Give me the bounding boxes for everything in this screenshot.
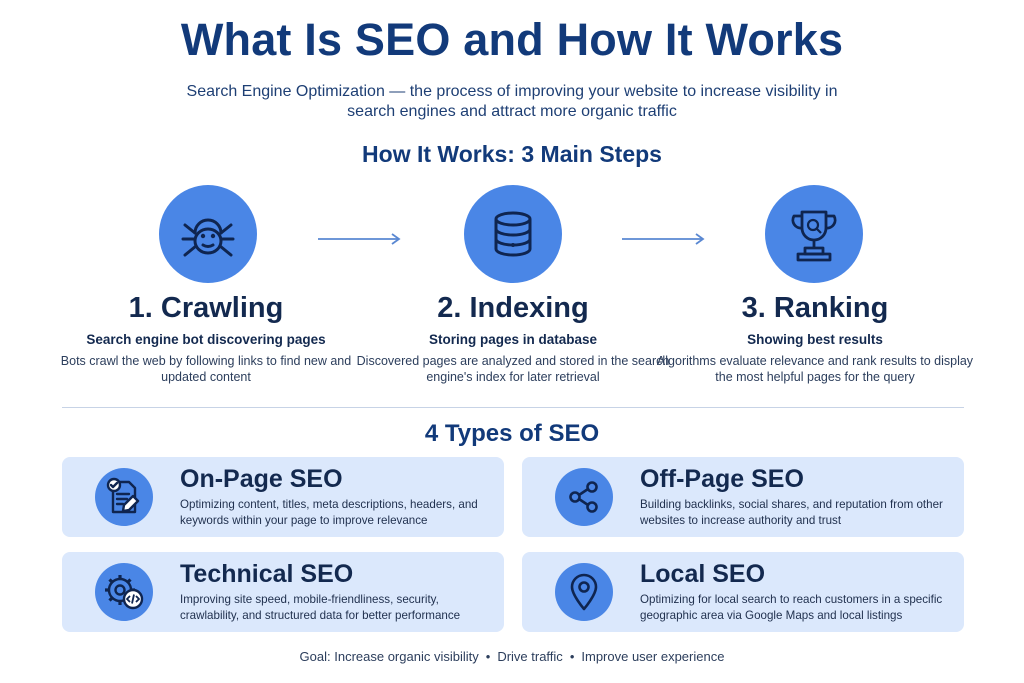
bullet-separator: • [485,649,491,664]
step-subtitle-crawling: Search engine bot discovering pages [86,332,326,347]
goal-footer: Goal: Increase organic visibility • Drive … [0,649,1024,664]
page-subtitle: Search Engine Optimization — the process… [186,83,838,120]
step-title-crawling: 1. Crawling [128,292,284,324]
location-pin-icon [555,563,613,621]
trophy-icon [765,185,863,283]
card-on-page-seo: On-Page SEO Optimizing content, titles, … [62,457,504,537]
card-description: Optimizing for local search to reach cus… [640,593,943,622]
card-title: Local SEO [640,560,766,588]
card-title: Off-Page SEO [640,465,804,493]
goal-item: Improve user experience [581,649,725,664]
section-divider [62,407,964,408]
step-subtitle-ranking: Showing best results [747,332,883,347]
page-title: What Is SEO and How It Works [180,14,844,65]
card-off-page-seo: Off-Page SEO Building backlinks, social … [522,457,964,537]
step-description-indexing: Discovered pages are analyzed and stored… [356,354,670,384]
card-technical-seo: Technical SEO Improving site speed, mobi… [62,552,504,632]
step-title-ranking: 3. Ranking [741,292,889,324]
types-heading: 4 Types of SEO [424,420,600,447]
card-title: On-Page SEO [180,465,343,493]
step-title-indexing: 2. Indexing [437,292,589,324]
database-icon [464,185,562,283]
card-description: Building backlinks, social shares, and r… [640,498,943,527]
card-description: Optimizing content, titles, meta descrip… [180,498,478,527]
card-title: Technical SEO [180,560,354,588]
spider-icon [159,185,257,283]
arrow-right-icon [318,233,401,245]
goal-item: Drive traffic [497,649,563,664]
step-description-crawling: Bots crawl the web by following links to… [60,354,352,384]
step-description-ranking: Algorithms evaluate relevance and rank r… [656,354,974,384]
bullet-separator: • [569,649,575,664]
arrow-right-icon [622,233,705,245]
goal-label: Goal: Increase organic visibility [299,649,479,664]
document-edit-icon [95,468,153,526]
gear-code-icon [95,563,153,621]
step-subtitle-indexing: Storing pages in database [428,332,598,347]
share-icon [555,468,613,526]
card-local-seo: Local SEO Optimizing for local search to… [522,552,964,632]
card-description: Improving site speed, mobile-friendlines… [180,593,461,622]
steps-heading: How It Works: 3 Main Steps [362,141,662,167]
